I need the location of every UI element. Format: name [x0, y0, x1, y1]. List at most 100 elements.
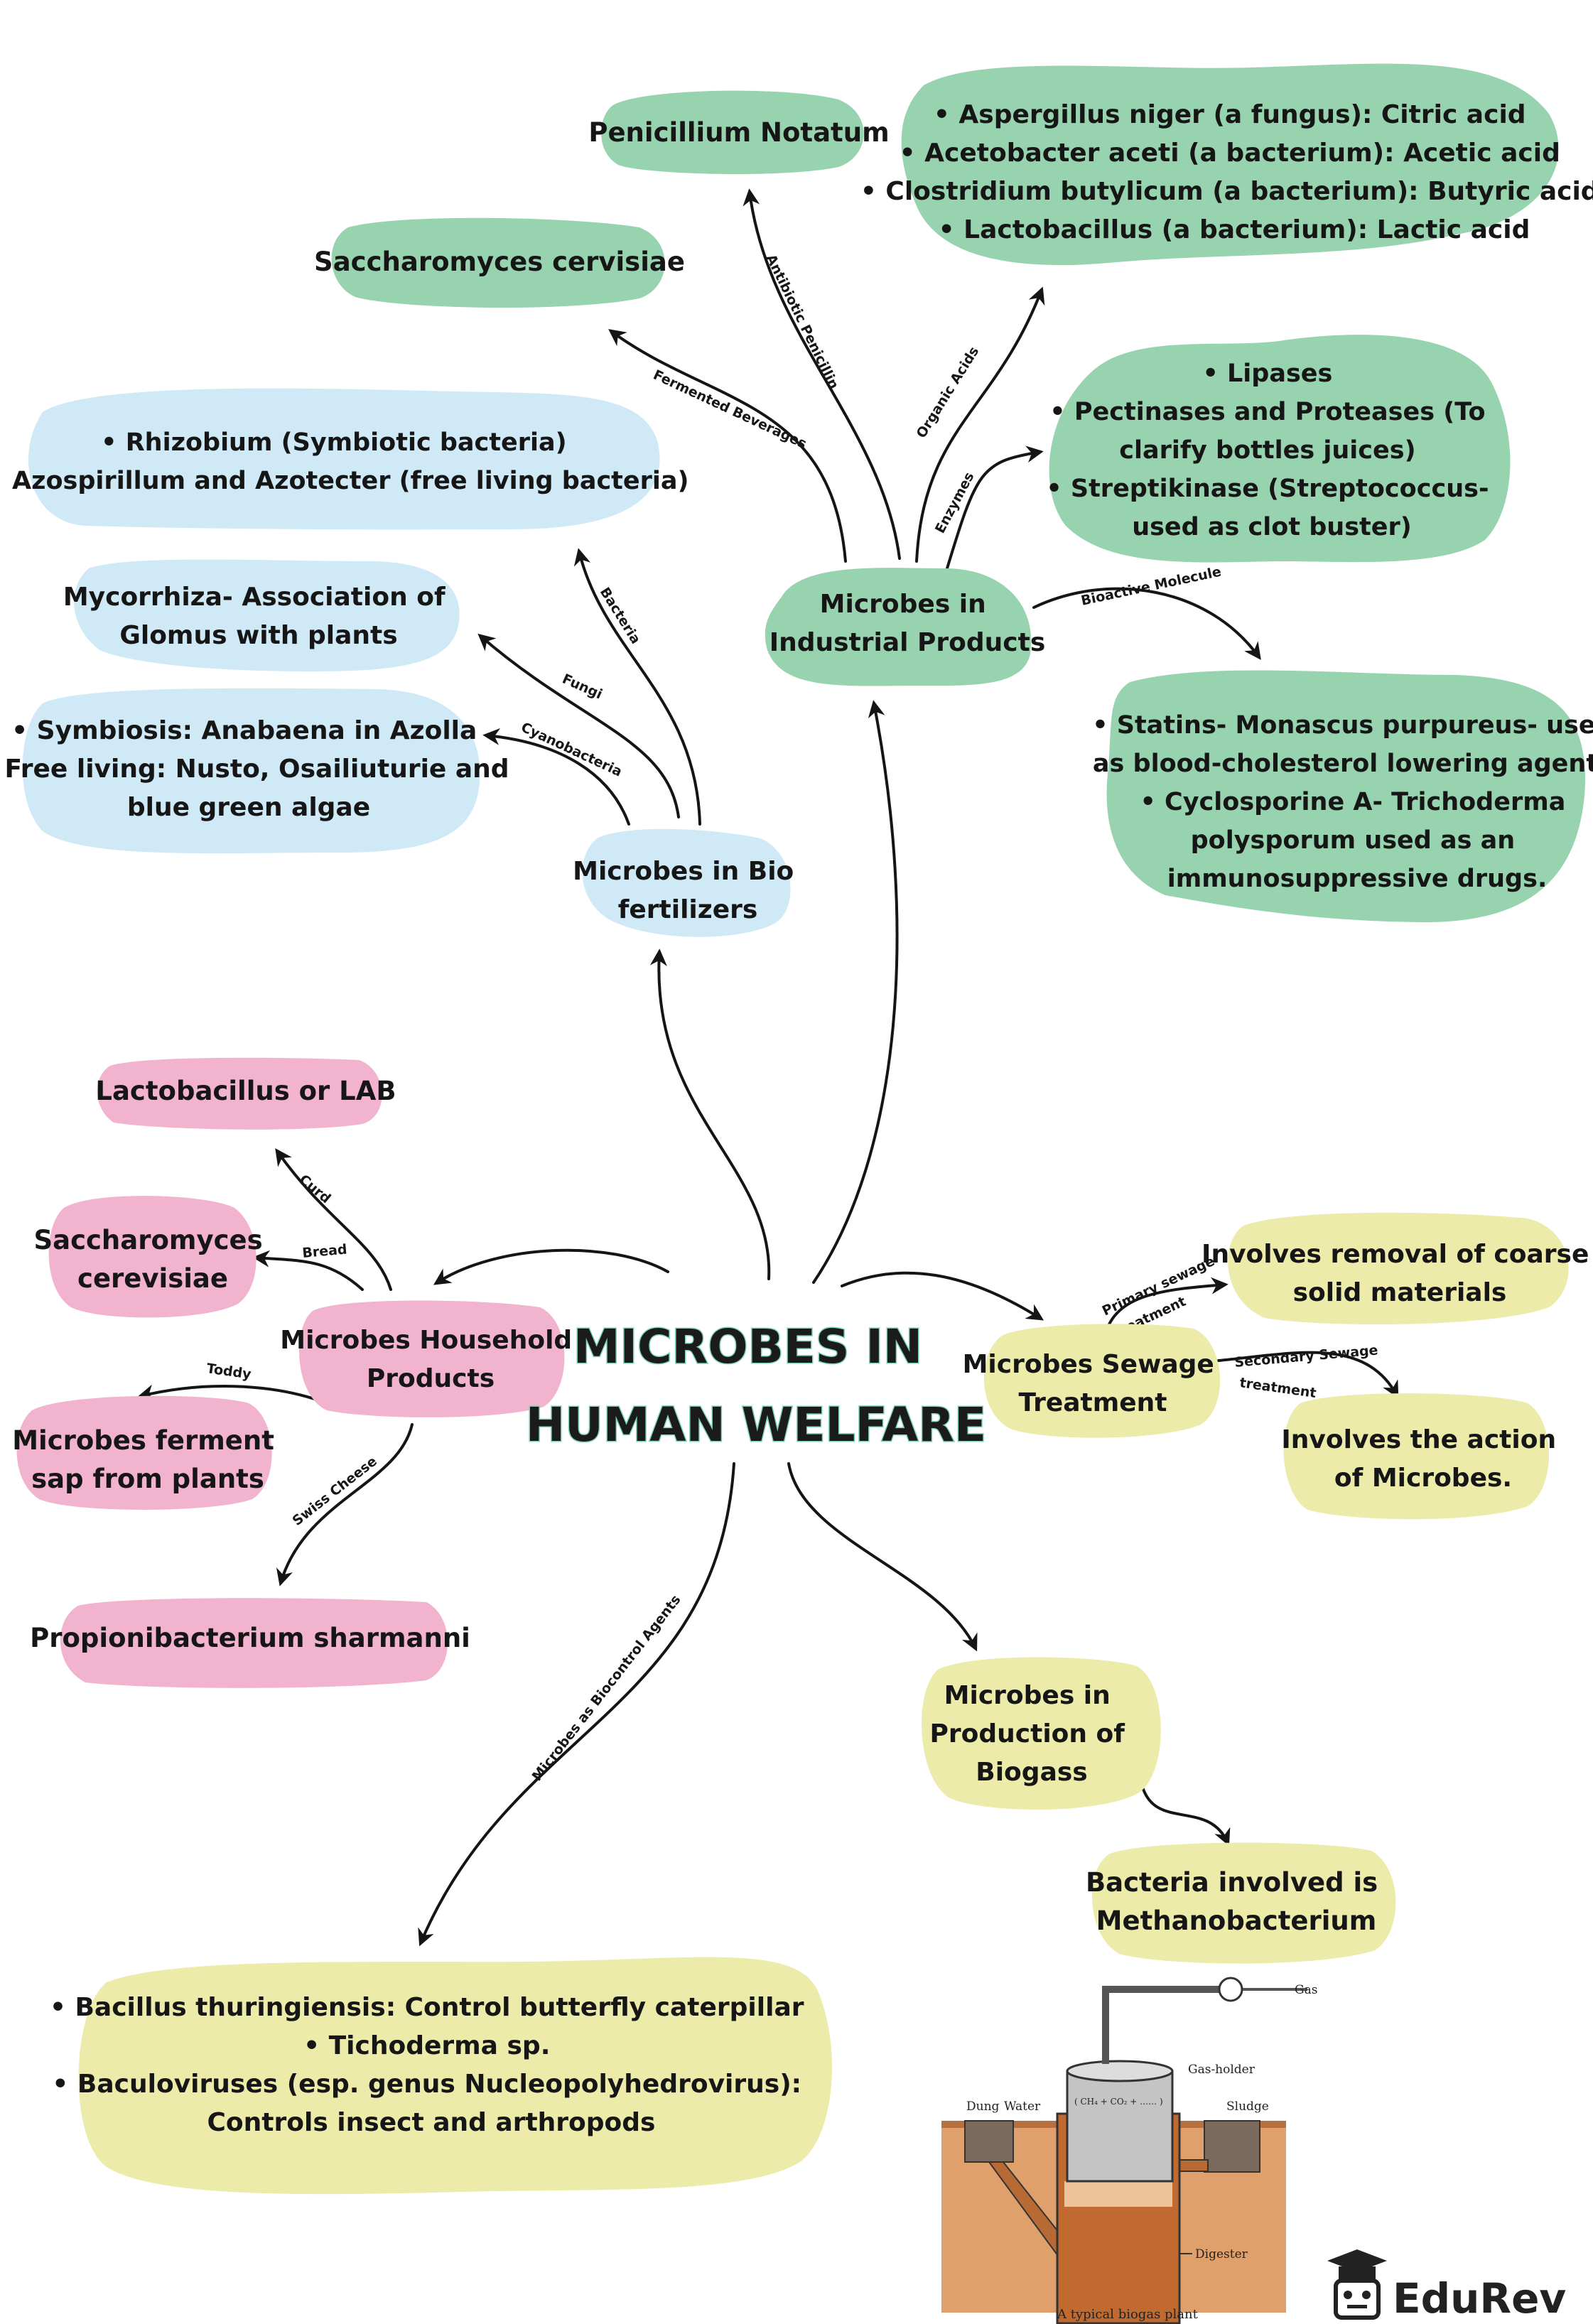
biocontrol-line-3: • Baculoviruses (esp. genus Nucleopolyhe… — [52, 2070, 801, 2099]
arrow-to-industrial — [812, 700, 899, 1284]
bioactive-line-4: polysporum used as an — [1191, 826, 1516, 855]
saccharomyces-top-line-1: Saccharomyces cervisiae — [314, 247, 685, 277]
organic-acids-line-1: • Aspergillus niger (a fungus): Citric a… — [934, 100, 1526, 129]
action-line-1: Involves the action — [1281, 1425, 1556, 1454]
removal-line-1: Involves removal of coarse — [1202, 1240, 1589, 1269]
biogas-gas-mix-label: ( CH₄ + CO₂ + …… ) — [1074, 2097, 1163, 2107]
node-removal: Involves removal of coarse solid materia… — [1202, 1212, 1593, 1325]
svg-text:Microbes ferment sap fro: Microbes ferment sap from plants — [12, 1425, 284, 1494]
svg-text:• Bacillus thuringiensis: Cont: • Bacillus thuringiensis: Control butter… — [50, 1993, 813, 2137]
arrow-to-ferment — [137, 1384, 328, 1405]
svg-text:• Rhizobium (Symbiotic bacteri: • Rhizobium (Symbiotic bacteria) • Azosp… — [0, 428, 689, 495]
svg-text:• Statins- Monascus purpureus-: • Statins- Monascus purpureus- used as b… — [1092, 711, 1593, 893]
node-bioactive: • Statins- Monascus purpureus- used as b… — [1092, 670, 1593, 923]
arrow-to-household — [433, 1248, 669, 1285]
node-penicillium: Penicillium Notatum — [588, 90, 890, 175]
node-rhizobium: • Rhizobium (Symbiotic bacteria) • Azosp… — [0, 388, 689, 530]
lactobacillus-line-1: Lactobacillus or LAB — [95, 1076, 396, 1106]
household-line-2: Products — [367, 1364, 495, 1393]
biocontrol-line-1: • Bacillus thuringiensis: Control butter… — [50, 1993, 804, 2022]
arrow-to-biogas — [787, 1462, 978, 1652]
enzymes-line-5: used as clot buster) — [1132, 513, 1412, 541]
arrow-to-saccharomyces-bread — [252, 1250, 364, 1291]
mycorrhiza-line-1: Mycorrhiza- Association of — [63, 583, 446, 612]
svg-text:• Aspergillus niger (a fungus): • Aspergillus niger (a fungus): Citric a… — [860, 100, 1593, 244]
organic-acids-line-4: • Lactobacillus (a bacterium): Lactic ac… — [939, 215, 1530, 244]
label-fermented-beverages: Fermented Beverages — [651, 367, 809, 452]
symbiosis-line-3: blue green algae — [127, 793, 370, 822]
enzymes-line-3: clarify bottles juices) — [1119, 436, 1415, 465]
symbiosis-line-1: • Symbiosis: Anabaena in Azolla — [11, 716, 477, 745]
methanobacterium-line-1: Bacteria involved is — [1086, 1867, 1378, 1898]
node-organic-acids: • Aspergillus niger (a fungus): Citric a… — [860, 63, 1593, 266]
biofertilizers-line-1: Microbes in Bio — [573, 857, 794, 886]
biogas-plant-illustration: Gas Gas-holder ( CH₄ + CO₂ + …… ) Dung W… — [941, 1977, 1317, 2324]
svg-text:Microbes in Production o: Microbes in Production of Biogass — [930, 1681, 1134, 1787]
industrial-line-2: Industrial Products — [770, 628, 1046, 657]
enzymes-line-1: • Lipases — [1202, 360, 1332, 388]
organic-acids-line-2: • Acetobacter aceti (a bacterium): Aceti… — [900, 139, 1560, 168]
node-household: Microbes Household Products — [280, 1300, 581, 1417]
node-biocontrol: • Bacillus thuringiensis: Control butter… — [50, 1957, 833, 2195]
node-propionibacterium: Propionibacterium sharmanni — [30, 1598, 470, 1688]
title-line-1: MICROBES IN — [573, 1319, 922, 1374]
label-secondary-treatment: treatment — [1238, 1375, 1317, 1401]
removal-line-2: solid materials — [1293, 1278, 1507, 1307]
svg-text:Microbes in Bio fertiliz: Microbes in Bio fertilizers — [573, 857, 803, 924]
svg-text:Mycorrhiza- Association of: Mycorrhiza- Association of Glomus with p… — [63, 583, 454, 650]
biogas-sludge-label: Sludge — [1226, 2099, 1269, 2114]
biogas-digester-label: Digester — [1195, 2247, 1248, 2261]
biogas-gas-label: Gas — [1295, 1983, 1317, 1997]
bioactive-line-5: immunosuppressive drugs. — [1167, 865, 1548, 893]
node-biogas: Microbes in Production of Biogass — [922, 1657, 1161, 1810]
biocontrol-line-4: Controls insect and arthropods — [207, 2108, 656, 2137]
biogas-gas-holder-label: Gas-holder — [1188, 2063, 1256, 2077]
rhizobium-line-2: • Azospirillum and Azotecter (free livin… — [0, 467, 689, 495]
propionibacterium-line-1: Propionibacterium sharmanni — [30, 1623, 470, 1653]
label-toddy: Toddy — [205, 1361, 252, 1383]
biogas-line-3: Biogass — [976, 1758, 1087, 1787]
biogas-water-label: Water — [1004, 2099, 1041, 2114]
symbiosis-line-2: • Free living: Nusto, Osailiuturie and — [0, 755, 509, 784]
label-enzymes: Enzymes — [932, 470, 978, 536]
svg-text:Involves removal of coarse: Involves removal of coarse solid materia… — [1202, 1240, 1593, 1307]
sewage-line-1: Microbes Sewage — [963, 1350, 1214, 1379]
arrow-to-propionibacterium — [276, 1423, 414, 1587]
arrow-to-removal — [1103, 1277, 1228, 1337]
logo-text: EduRev — [1393, 2274, 1566, 2323]
svg-text:MICROBES IN HUMAN WELFAR: MICROBES IN HUMAN WELFARE — [526, 1319, 986, 1452]
graduation-cap-icon — [1327, 2249, 1387, 2320]
arrow-to-mycorrhiza — [477, 633, 680, 818]
arrow-to-enzymes — [944, 445, 1044, 577]
node-biofertilizers: Microbes in Bio fertilizers — [573, 828, 803, 937]
sewage-line-2: Treatment — [1018, 1388, 1167, 1417]
svg-text:Saccharomyces cerevisiae: Saccharomyces cerevisiae — [33, 1225, 271, 1294]
svg-text:Microbes Sewage Treatmen: Microbes Sewage Treatment — [963, 1350, 1224, 1417]
label-fungi: Fungi — [560, 671, 605, 702]
svg-text:Involves the action of M: Involves the action of Microbes. — [1281, 1425, 1565, 1493]
arrow-to-biofertilizers — [649, 948, 771, 1280]
label-bioactive-molecule: Bioactive Molecule — [1079, 564, 1222, 609]
penicillium-line-1: Penicillium Notatum — [588, 117, 889, 148]
saccharomyces-bread-line-1: Saccharomyces — [33, 1225, 262, 1255]
biogas-line-1: Microbes in — [944, 1681, 1111, 1710]
arrow-to-symbiosis — [482, 728, 630, 826]
node-symbiosis: • Symbiosis: Anabaena in Azolla • Free l… — [0, 688, 509, 854]
svg-text:Microbes Household Produ: Microbes Household Products — [280, 1326, 581, 1393]
biogas-dung-label: Dung — [966, 2099, 1000, 2114]
svg-text:Bacteria involved is Met: Bacteria involved is Methanobacterium — [1086, 1867, 1387, 1936]
arrow-to-rhizobium — [573, 548, 701, 826]
page-title: MICROBES IN HUMAN WELFARE — [524, 1319, 987, 1454]
svg-text:Microbes in Industrial P: Microbes in Industrial Products — [770, 590, 1046, 657]
label-swiss-cheese: Swiss Cheese — [290, 1454, 380, 1529]
arrow-to-methanobacterium — [1140, 1780, 1231, 1847]
arrow-to-biocontrol — [418, 1462, 735, 1947]
biogas-caption: A typical biogas plant — [1057, 2307, 1199, 2322]
node-industrial-products: Microbes in Industrial Products — [765, 568, 1046, 686]
arrow-to-sewage — [841, 1271, 1044, 1321]
arrow-to-action — [1217, 1351, 1399, 1399]
arrow-to-saccharomyces — [608, 329, 847, 563]
node-saccharomyces-bread: Saccharomyces cerevisiae — [33, 1196, 271, 1318]
label-secondary-sewage: Secondary Sewage — [1234, 1342, 1379, 1371]
